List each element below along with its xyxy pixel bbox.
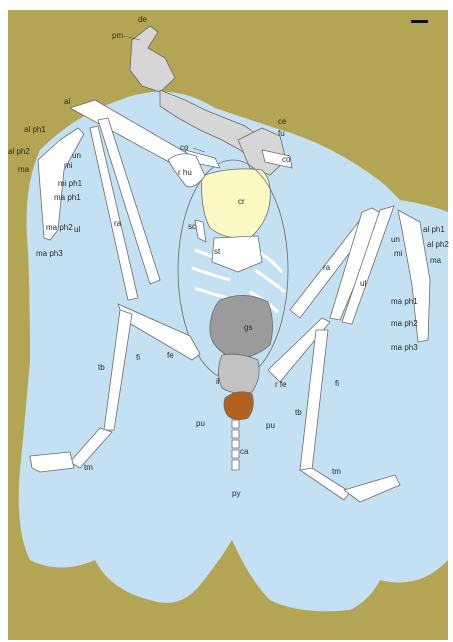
label-r-fe: r fe: [275, 380, 287, 389]
gizzard-contents: [210, 295, 273, 357]
label-ra-right: ra: [323, 263, 331, 272]
label-ma-ph1-right: ma ph1: [391, 297, 418, 306]
pelvis-area: [219, 354, 260, 393]
label-al-ph2-left: al ph2: [8, 147, 30, 156]
label-ma-right: ma: [430, 256, 442, 265]
label-ma-ph2-right: ma ph2: [391, 319, 418, 328]
label-co-mid: co: [282, 155, 291, 164]
label-ca: ca: [240, 447, 249, 456]
scale-bar: [411, 20, 428, 23]
label-st: st: [214, 247, 221, 256]
label-fu: fu: [278, 129, 285, 138]
label-cr: cr: [238, 197, 245, 206]
label-de: de: [138, 15, 147, 24]
label-co-left: co: [180, 143, 189, 152]
label-ma-ph3-right: ma ph3: [391, 343, 418, 352]
label-sc: sc: [188, 222, 196, 231]
label-ce: ce: [278, 117, 287, 126]
label-fi-right: fi: [335, 379, 339, 388]
label-ul-right: ul: [360, 279, 366, 288]
label-tb-right: tb: [295, 408, 302, 417]
label-tm-right: tm: [332, 467, 341, 476]
label-mi-ph1-left: mi ph1: [58, 179, 83, 188]
left-foot: [30, 452, 74, 472]
label-ra-left: ra: [114, 219, 122, 228]
label-ma-ph3-left: ma ph3: [36, 249, 63, 258]
label-un-left: un: [72, 151, 81, 160]
label-il: il: [216, 377, 220, 386]
caudal-vertebrae: [232, 420, 239, 470]
label-fi-left: fi: [136, 353, 140, 362]
label-py: py: [232, 489, 240, 498]
label-al: al: [64, 97, 70, 106]
pubic-patch: [224, 392, 253, 420]
label-ma-left: ma: [18, 165, 30, 174]
label-ma-ph2-left: ma ph2: [46, 223, 73, 232]
label-un-right: un: [391, 235, 400, 244]
label-fe: fe: [167, 351, 174, 360]
label-pu-right: pu: [266, 421, 275, 430]
label-ul-left: ul: [74, 225, 80, 234]
label-al-ph1-left: al ph1: [24, 125, 46, 134]
label-gs: gs: [244, 323, 252, 332]
label-tb-left: tb: [98, 363, 105, 372]
label-r-hu: r hu: [178, 168, 192, 177]
label-tm-left: tm: [84, 463, 93, 472]
label-ma-ph1-left: ma ph1: [54, 193, 81, 202]
label-al-ph1-right: al ph1: [423, 225, 445, 234]
label-pu-left: pu: [196, 419, 205, 428]
label-mi-right: mi: [394, 249, 403, 258]
label-pm: pm: [112, 31, 123, 40]
label-mi-left: mi: [64, 161, 73, 170]
label-al-ph2-right: al ph2: [427, 240, 449, 249]
